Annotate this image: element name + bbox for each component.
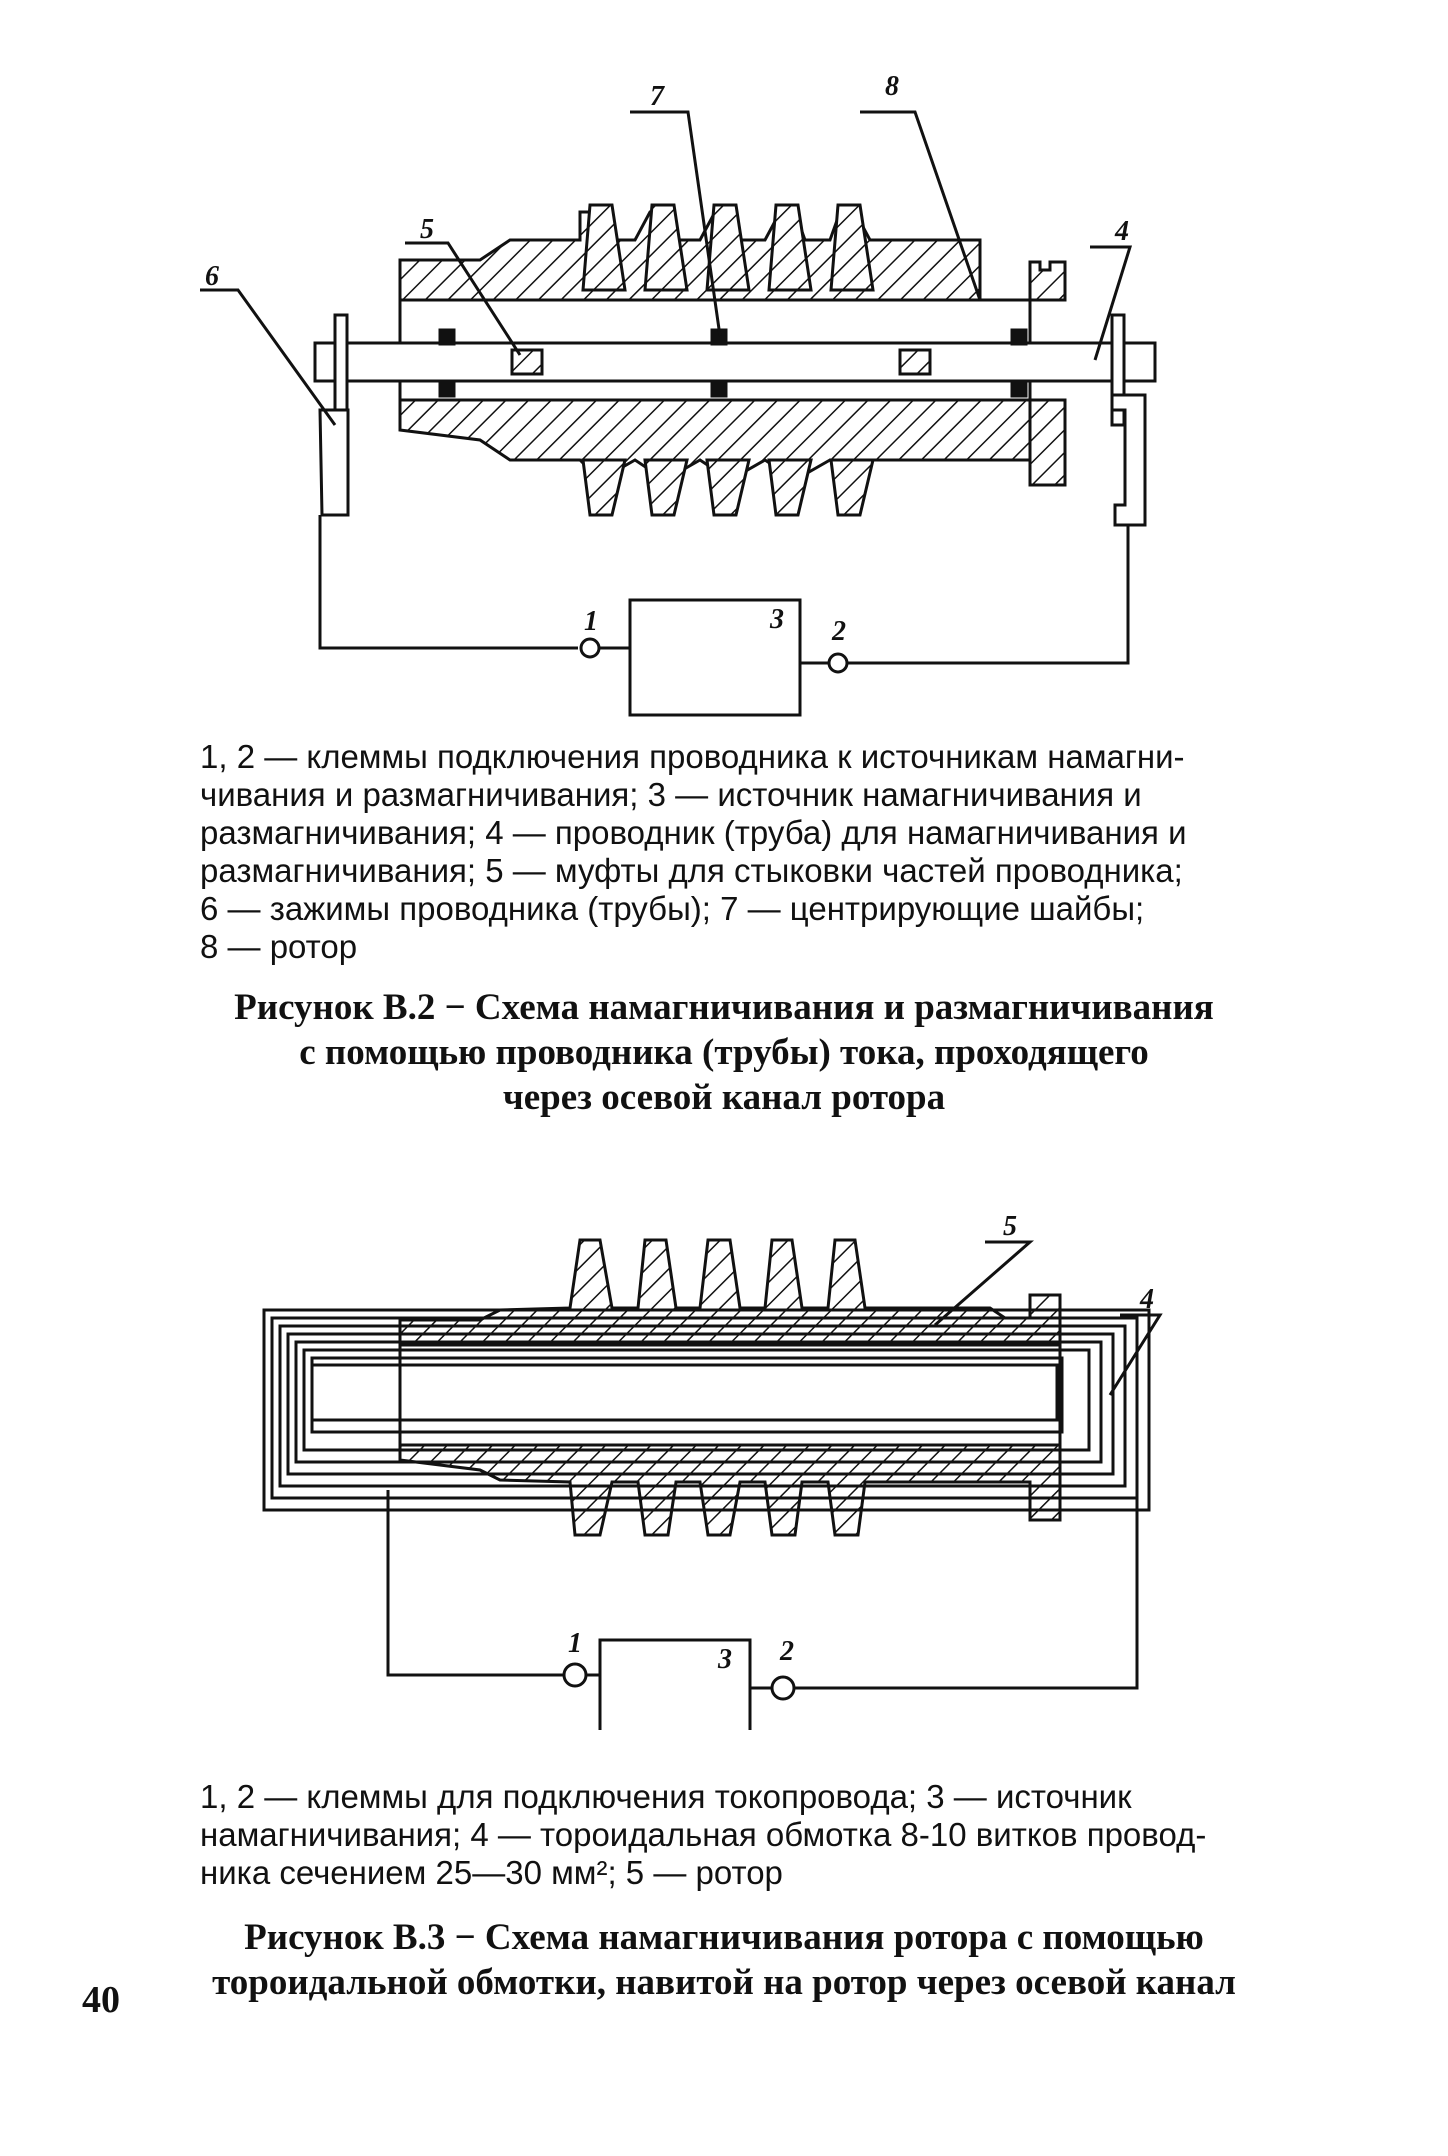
callout-1: 1	[584, 606, 598, 637]
leader-5	[405, 241, 522, 356]
legend-line: 6 — зажимы проводника (трубы); 7 — центр…	[200, 890, 1145, 927]
callout-4: 4	[1139, 1284, 1154, 1315]
terminal-1	[579, 637, 601, 659]
centering-washer	[1010, 380, 1028, 398]
winding-turn	[286, 1332, 1115, 1476]
rotor-flange-right	[1028, 260, 1067, 302]
power-source-box	[598, 1638, 752, 1730]
callout-3: 3	[769, 604, 784, 635]
centering-washer	[438, 328, 456, 346]
legend-line: ника сечением 25—30 мм²; 5 — ротор	[200, 1854, 783, 1891]
figure-b2-legend: 1, 2 — клеммы подключения проводника к и…	[200, 738, 1265, 966]
rotor-upper-half	[398, 1238, 1062, 1362]
rotor-fins-upper	[581, 203, 875, 292]
figure-b2-diagram: 6 5 7 8 4 1 3 2	[200, 71, 1157, 717]
callout-6: 6	[205, 261, 219, 292]
callout-4: 4	[1114, 216, 1129, 247]
callout-8: 8	[885, 71, 899, 102]
legend-line: чивания и размагничивания; 3 — источник …	[200, 776, 1142, 813]
winding-turn	[302, 1348, 1091, 1452]
rotor-flange-right-lower	[1028, 398, 1067, 487]
clamp-left-body	[318, 408, 350, 517]
caption-line: через осевой канал ротора	[502, 1077, 946, 1118]
callout-2: 2	[831, 616, 846, 647]
caption-line: с помощью проводника (трубы) тока, прохо…	[299, 1032, 1149, 1073]
wire-right	[848, 525, 1130, 665]
legend-line: 8 — ротор	[200, 928, 358, 965]
axial-channel	[398, 1343, 1062, 1447]
callout-5: 5	[420, 214, 434, 245]
winding-turn	[262, 1308, 1151, 1512]
leader-8	[860, 110, 982, 301]
callout-7: 7	[650, 81, 665, 112]
legend-line: размагничивания; 5 — муфты для стыковки …	[200, 852, 1183, 889]
legend-line: 1, 2 — клеммы подключения проводника к и…	[200, 738, 1185, 775]
callout-2: 2	[779, 1636, 794, 1667]
page-number: 40	[82, 1979, 120, 2021]
wire-right	[793, 1486, 1139, 1690]
terminal-2	[770, 1675, 796, 1701]
leader-4	[1108, 1313, 1163, 1396]
terminal-1	[562, 1662, 588, 1688]
conductor-tube	[313, 341, 1157, 383]
clamp-right-body	[1110, 393, 1147, 527]
centering-washer	[438, 380, 456, 398]
winding-turn	[294, 1340, 1103, 1464]
rotor-fins-lower	[581, 458, 875, 517]
leader-7	[630, 110, 722, 337]
figure-b2-caption: Рисунок В.2 − Схема намагничивания и раз…	[100, 985, 1348, 1120]
legend-line: размагничивания; 4 — проводник (труба) д…	[200, 814, 1187, 851]
callout-3: 3	[717, 1644, 732, 1675]
power-source-box	[628, 598, 802, 717]
legend-line: намагничивания; 4 — тороидальная обмотка…	[200, 1816, 1207, 1853]
leader-4	[1090, 245, 1133, 361]
caption-line: тороидальной обмотки, навитой на ротор ч…	[212, 1962, 1236, 2003]
legend-line: 1, 2 — клеммы для подключения токопровод…	[200, 1778, 1132, 1815]
rotor-upper-half	[398, 210, 982, 302]
terminal-2	[827, 652, 849, 674]
centering-washer	[710, 380, 728, 398]
coupling	[510, 348, 544, 376]
callout-5: 5	[1003, 1211, 1017, 1242]
callout-1: 1	[568, 1628, 582, 1659]
figure-b3-legend: 1, 2 — клеммы для подключения токопровод…	[200, 1778, 1265, 1892]
coupling	[898, 348, 932, 376]
centering-washer	[1010, 328, 1028, 346]
leader-5	[934, 1240, 1034, 1327]
wire-left	[386, 1490, 565, 1677]
caption-line: Рисунок В.2 − Схема намагничивания и раз…	[234, 987, 1214, 1028]
caption-line: Рисунок В.3 − Схема намагничивания ротор…	[244, 1917, 1204, 1958]
winding-turn	[270, 1316, 1139, 1500]
winding-turn	[310, 1363, 1059, 1422]
figure-b3-caption: Рисунок В.3 − Схема намагничивания ротор…	[100, 1915, 1348, 2005]
rotor-lower-half	[398, 1443, 1062, 1537]
wire-left	[318, 515, 578, 650]
winding-turn	[278, 1324, 1127, 1488]
leader-6	[200, 288, 337, 426]
figure-b3-diagram: 5 4 1 3 2	[262, 1211, 1163, 1730]
